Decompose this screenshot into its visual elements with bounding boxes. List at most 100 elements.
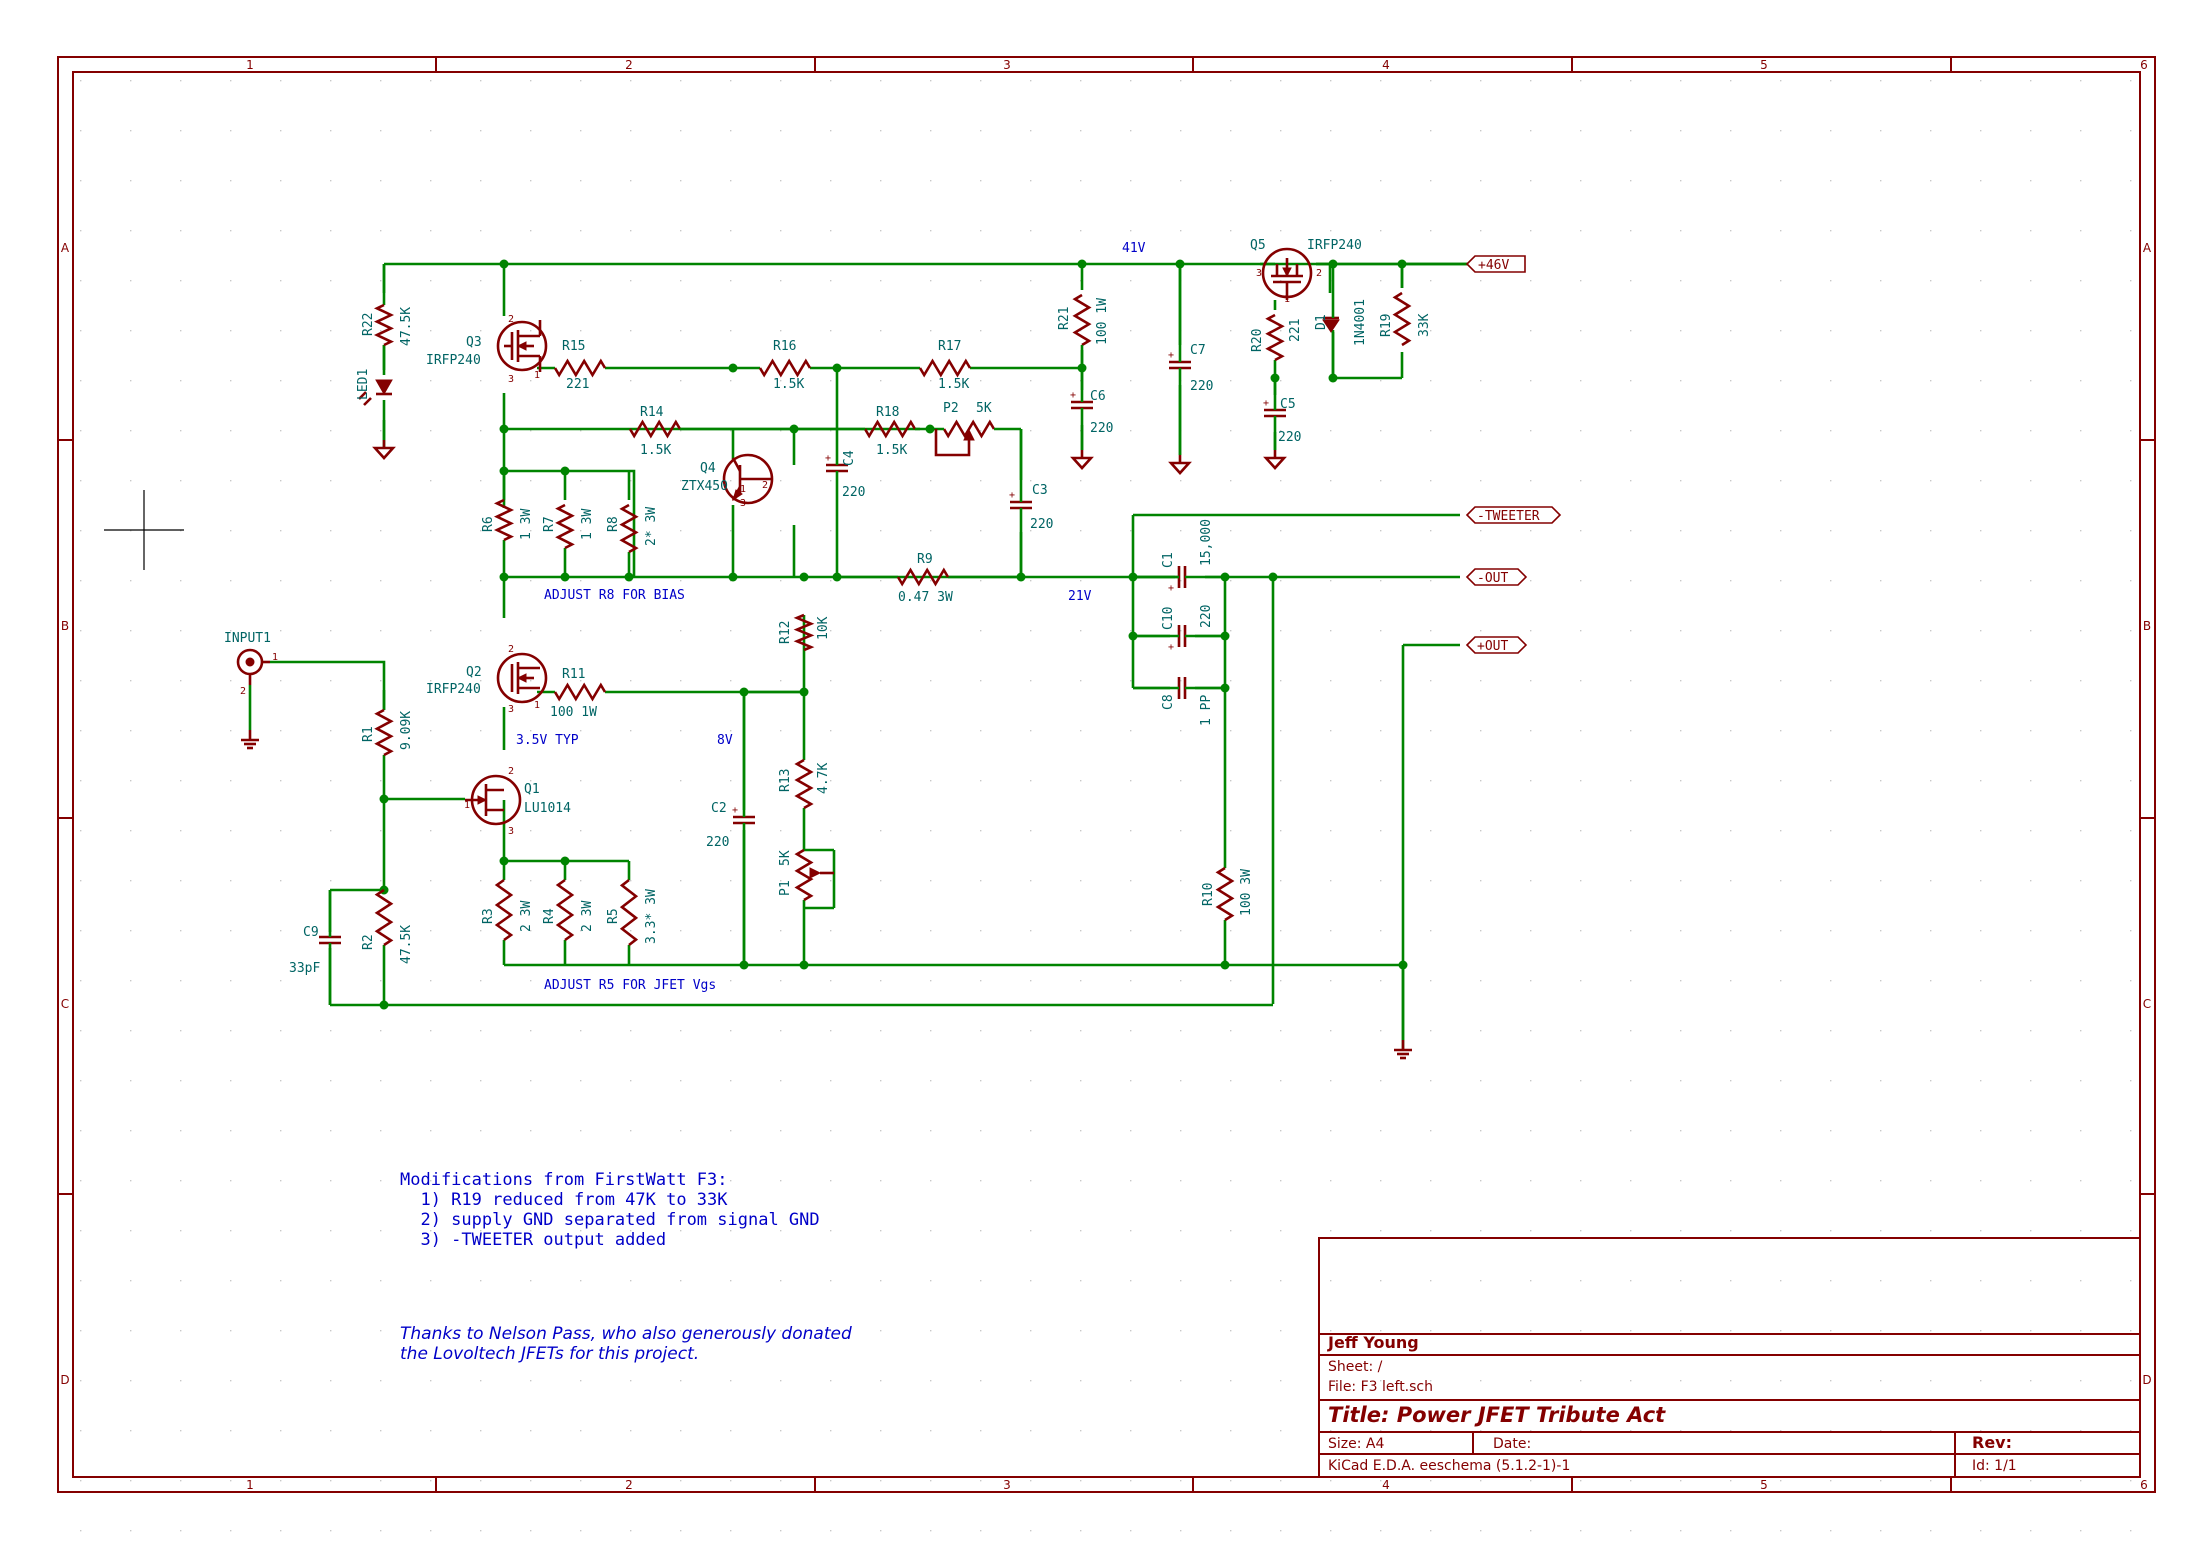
R5-ref: R5	[606, 908, 621, 924]
resistor-R9	[896, 567, 950, 587]
resistor-R11	[553, 682, 607, 702]
port-tweeter: -TWEETER	[1465, 506, 1562, 524]
junction-dot	[1398, 960, 1408, 970]
mods-line: 1) R19 reduced from 47K to 33K	[400, 1190, 728, 1210]
R14-ref: R14	[640, 405, 664, 420]
R13-ref: R13	[778, 769, 793, 792]
svg-text:+: +	[1070, 390, 1076, 401]
R2-value: 47.5K	[399, 925, 414, 964]
sheet-id: Id: 1/1	[1972, 1458, 2017, 1474]
R7-ref: R7	[542, 516, 557, 532]
svg-text:3: 3	[1256, 268, 1262, 279]
col-label: 6	[2140, 58, 2148, 72]
svg-text:1: 1	[534, 700, 540, 711]
svg-text:+OUT: +OUT	[1477, 639, 1508, 654]
title-block: Jeff Young Sheet: / File: F3 left.sch Ti…	[1318, 1237, 2141, 1478]
R21-ref: R21	[1057, 307, 1072, 330]
svg-text:2: 2	[508, 644, 514, 655]
adjust-r5-note: ADJUST R5 FOR JFET Vgs	[544, 978, 716, 993]
resistor-R3	[494, 878, 514, 942]
svg-text:+: +	[1168, 642, 1174, 653]
sheet-size: Size: A4	[1328, 1436, 1384, 1452]
svg-text:+: +	[1009, 490, 1015, 501]
col-label: 4	[1382, 1478, 1390, 1492]
R19-ref: R19	[1379, 314, 1394, 337]
resistor-R19	[1392, 291, 1412, 347]
P1-value: 5K	[778, 850, 793, 866]
row-label: C	[2143, 997, 2151, 1011]
C5-ref: C5	[1280, 397, 1296, 412]
svg-text:+46V: +46V	[1478, 258, 1509, 273]
C4-value: 220	[842, 485, 865, 500]
jfet-q1-icon	[465, 774, 522, 826]
Q2-ref: Q2	[466, 665, 482, 680]
net-labels: 41V 21V 8V 3.5V TYP ADJUST R8 FOR BIAS A…	[516, 241, 1146, 993]
svg-text:3: 3	[740, 498, 746, 509]
Q2-value: IRFP240	[426, 682, 481, 697]
junction-dot	[624, 572, 634, 582]
row-labels: A B C D A B C D	[60, 241, 2152, 1387]
col-label: 5	[1760, 1478, 1768, 1492]
resistor-R17	[918, 358, 972, 378]
C7-value: 220	[1190, 379, 1213, 394]
Q3-value: IRFP240	[426, 353, 481, 368]
svg-text:-OUT: -OUT	[1477, 571, 1508, 586]
resistor-R20	[1265, 313, 1285, 362]
bnc-input-icon	[236, 648, 270, 685]
R22-value: 47.5K	[399, 307, 414, 346]
C4-ref: C4	[842, 450, 857, 466]
sheet-title: Title: Power JFET Tribute Act	[1328, 1403, 1666, 1427]
junction-dot	[1397, 259, 1407, 269]
junction-dot	[379, 1000, 389, 1010]
crosshair-cursor-icon	[104, 490, 184, 570]
svg-text:+: +	[732, 805, 738, 816]
junction-dot	[560, 466, 570, 476]
R9-ref: R9	[917, 552, 933, 567]
R21-value: 100 1W	[1095, 298, 1110, 345]
mods-line: 2) supply GND separated from signal GND	[400, 1210, 820, 1230]
Q3-ref: Q3	[466, 335, 482, 350]
junction-dot	[1220, 960, 1230, 970]
col-label: 3	[1003, 1478, 1011, 1492]
resistor-R8	[619, 503, 639, 554]
mosfet-q2-icon	[496, 652, 548, 704]
junction-dot	[499, 259, 509, 269]
R19-value: 33K	[1417, 313, 1432, 337]
row-label: B	[2143, 619, 2151, 633]
C6-ref: C6	[1090, 389, 1106, 404]
C9-ref: C9	[303, 925, 319, 940]
R3-ref: R3	[481, 908, 496, 924]
C9-value: 33pF	[289, 961, 320, 976]
D1-ref: D1	[1314, 314, 1329, 330]
R1-ref: R1	[361, 726, 376, 742]
junction-dot	[379, 794, 389, 804]
C1-ref: C1	[1161, 552, 1176, 568]
capacitors: ++++++++	[319, 264, 1286, 1005]
R22-ref: R22	[361, 313, 376, 336]
svg-text:+: +	[1168, 583, 1174, 594]
svg-text:1: 1	[464, 800, 470, 811]
R20-value: 221	[1288, 319, 1303, 342]
junction-dot	[1268, 572, 1278, 582]
ground-symbols	[241, 440, 1412, 1060]
R3-value: 2 3W	[519, 901, 534, 932]
net-21v: 21V	[1068, 589, 1092, 604]
C1-value: 15,000	[1199, 519, 1214, 566]
R12-value: 10K	[816, 616, 831, 640]
port-out-pos: +OUT	[1465, 636, 1528, 654]
svg-text:1: 1	[1284, 294, 1290, 305]
svg-text:3: 3	[508, 826, 514, 837]
R9-value: 0.47 3W	[898, 590, 953, 605]
col-label: 3	[1003, 58, 1011, 72]
modifications-note: Modifications from FirstWatt F3: 1) R19 …	[400, 1170, 820, 1250]
col-label: 2	[625, 58, 633, 72]
led-icon	[358, 379, 393, 406]
tool-version: KiCad E.D.A. eeschema (5.1.2-1)-1	[1328, 1458, 1570, 1474]
resistor-R12	[793, 613, 815, 652]
P1-ref: P1	[778, 880, 793, 896]
resistor-R4	[555, 878, 575, 942]
row-label: C	[61, 997, 69, 1011]
sheet-frame	[57, 56, 2156, 1493]
R11-ref: R11	[562, 667, 585, 682]
net-41v: 41V	[1122, 241, 1146, 256]
